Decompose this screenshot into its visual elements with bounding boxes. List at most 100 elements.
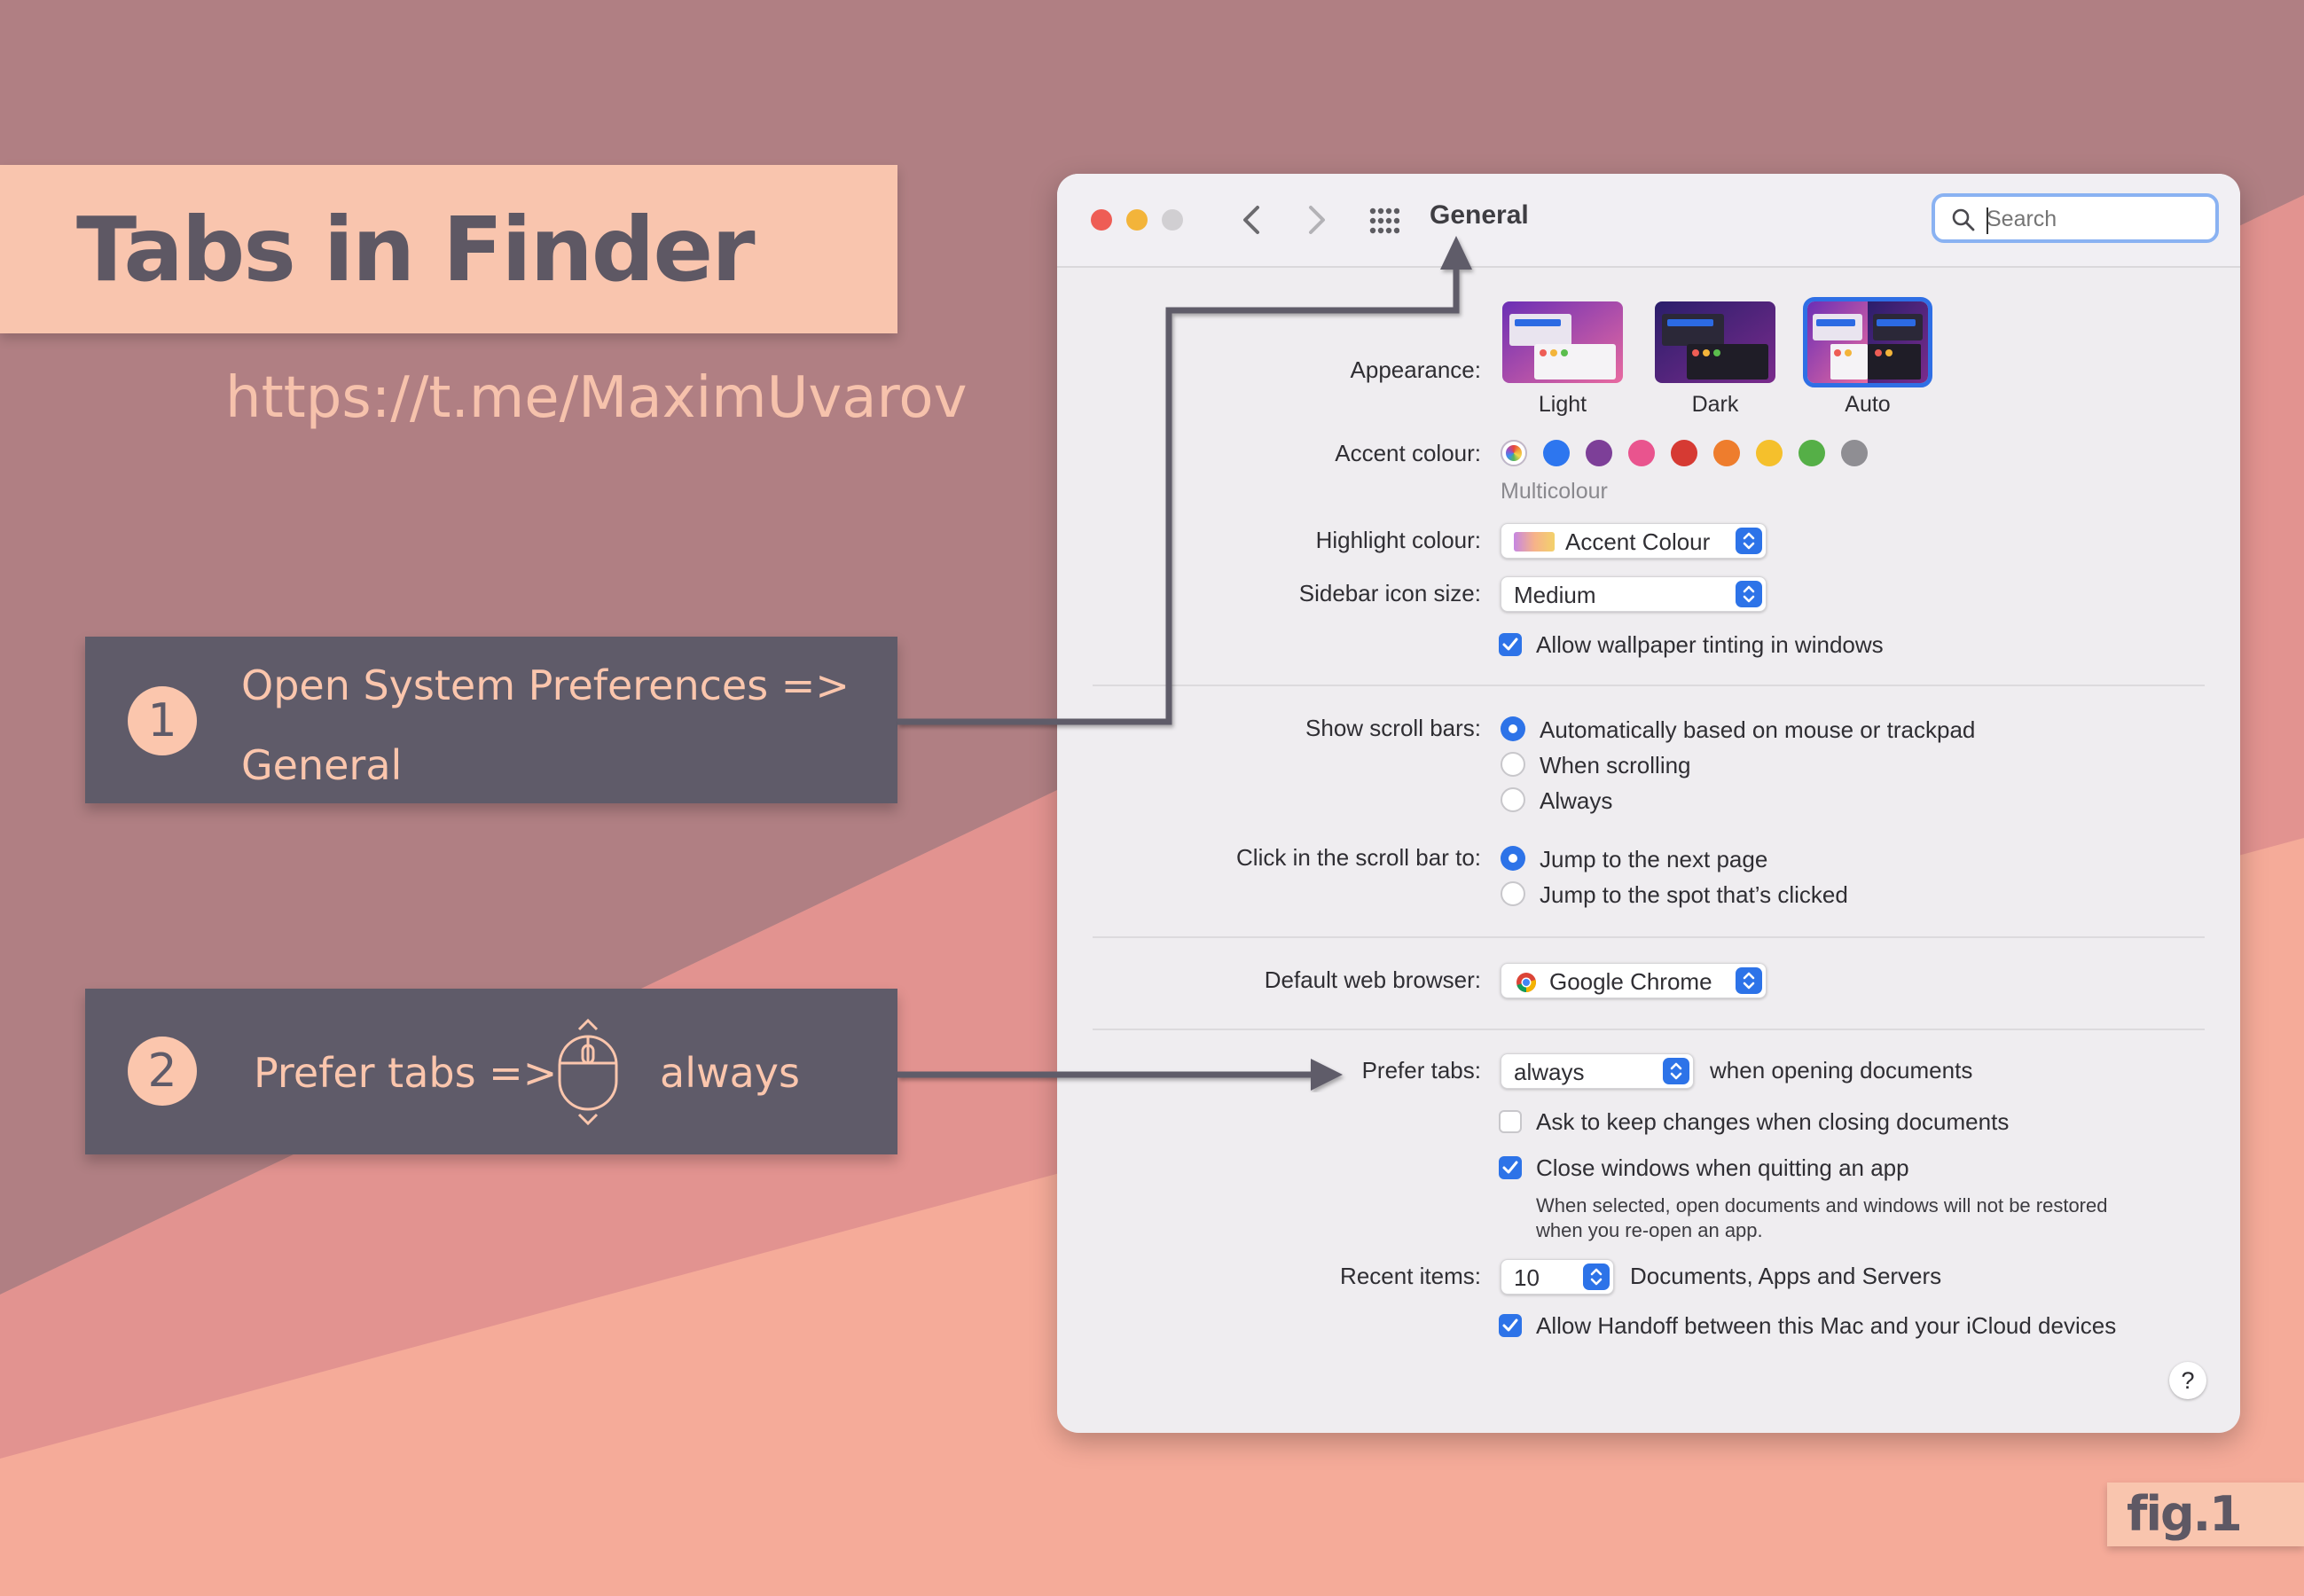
auto-preview-icon	[1807, 301, 1928, 383]
accent-swatch-graphite[interactable]	[1841, 440, 1868, 466]
highlight-swatch-icon	[1514, 532, 1555, 552]
appearance-dark-thumbnail[interactable]	[1655, 301, 1775, 383]
click-scroll-next-page-radio[interactable]	[1501, 846, 1525, 871]
step-2-text-before: Prefer tabs =>	[254, 1049, 558, 1097]
recent-items-label: Recent items:	[1340, 1263, 1481, 1289]
click-scroll-spot-label: Jump to the spot that’s clicked	[1540, 881, 1848, 908]
stepper-arrows-icon	[1583, 1264, 1610, 1290]
accent-swatch-yellow[interactable]	[1756, 440, 1783, 466]
step-1-number: 1	[128, 686, 197, 755]
scroll-bars-always-radio[interactable]	[1501, 787, 1525, 812]
accent-swatch-blue[interactable]	[1543, 440, 1570, 466]
chevron-left-icon[interactable]	[1234, 200, 1270, 239]
handoff-checkbox[interactable]	[1499, 1314, 1522, 1337]
prefer-tabs-suffix: when opening documents	[1710, 1057, 1973, 1084]
separator	[1093, 685, 2205, 686]
search-field[interactable]	[1932, 193, 2219, 243]
chrome-icon	[1516, 973, 1536, 992]
dark-preview-icon	[1655, 301, 1775, 383]
search-icon	[1952, 208, 1975, 231]
click-scroll-next-page-label: Jump to the next page	[1540, 846, 1768, 872]
step-2-card: 2 Prefer tabs => always	[85, 989, 897, 1154]
appearance-light-label: Light	[1538, 392, 1587, 417]
prefer-tabs-value: always	[1514, 1059, 1585, 1085]
title-card: Tabs in Finder	[0, 165, 897, 333]
prefer-tabs-label: Prefer tabs:	[1361, 1057, 1481, 1084]
scroll-bars-when-scrolling-label: When scrolling	[1540, 752, 1691, 778]
sidebar-icon-size-label: Sidebar icon size:	[1298, 580, 1481, 606]
step-2-number: 2	[128, 1037, 197, 1106]
highlight-colour-value: Accent Colour	[1565, 528, 1711, 555]
close-windows-label: Close windows when quitting an app	[1536, 1154, 1909, 1181]
accent-swatch-green[interactable]	[1799, 440, 1825, 466]
recent-items-select[interactable]: 10	[1501, 1259, 1614, 1295]
stepper-arrows-icon	[1736, 967, 1762, 994]
appearance-light-thumbnail[interactable]	[1502, 301, 1623, 383]
highlight-colour-select[interactable]: Accent Colour	[1501, 523, 1767, 559]
checkmark-icon	[1502, 1161, 1518, 1174]
close-windows-checkbox[interactable]	[1499, 1156, 1522, 1179]
light-preview-icon	[1502, 301, 1623, 383]
system-preferences-window: General Appearance:	[1057, 174, 2240, 1433]
recent-items-suffix: Documents, Apps and Servers	[1630, 1263, 1942, 1289]
highlight-colour-label: Highlight colour:	[1315, 527, 1481, 553]
accent-colour-label: Accent colour:	[1335, 440, 1481, 466]
click-scroll-bar-label: Click in the scroll bar to:	[1236, 844, 1481, 871]
search-input[interactable]	[1987, 204, 2199, 234]
close-windows-note-line-1: When selected, open documents and window…	[1536, 1194, 2108, 1217]
help-button[interactable]: ?	[2169, 1362, 2206, 1399]
wallpaper-tinting-checkbox[interactable]	[1499, 633, 1522, 656]
mouse-scroll-icon	[558, 1018, 618, 1126]
sidebar-icon-size-select[interactable]: Medium	[1501, 576, 1767, 612]
telegram-link[interactable]: https://t.me/MaximUvarov	[225, 365, 968, 431]
show-scroll-bars-label: Show scroll bars:	[1305, 715, 1481, 741]
close-window-button[interactable]	[1091, 209, 1112, 231]
appearance-label: Appearance:	[1350, 356, 1481, 383]
zoom-window-button[interactable]	[1162, 209, 1183, 231]
figure-label: fig.1	[2107, 1483, 2304, 1546]
checkmark-icon	[1502, 1318, 1518, 1332]
stepper-arrows-icon	[1736, 581, 1762, 607]
poster-title: Tabs in Finder	[76, 197, 756, 301]
stepper-arrows-icon	[1663, 1058, 1689, 1084]
accent-swatch-purple[interactable]	[1586, 440, 1612, 466]
figure-label-text: fig.1	[2127, 1486, 2243, 1542]
step-1-line-2: General	[241, 741, 403, 789]
appearance-auto-thumbnail[interactable]	[1803, 297, 1932, 387]
scroll-bars-when-scrolling-radio[interactable]	[1501, 752, 1525, 777]
default-browser-value: Google Chrome	[1549, 968, 1712, 995]
text-caret	[1987, 207, 1988, 234]
window-title: General	[1430, 200, 1529, 230]
show-all-grid-icon[interactable]	[1369, 207, 1399, 234]
appearance-auto-label: Auto	[1845, 392, 1891, 417]
step-1-line-1: Open System Preferences =>	[241, 661, 850, 709]
step-1-card: 1 Open System Preferences => General	[85, 637, 897, 803]
handoff-label: Allow Handoff between this Mac and your …	[1536, 1312, 2117, 1339]
stepper-arrows-icon	[1736, 528, 1762, 554]
scroll-bars-automatic-radio[interactable]	[1501, 716, 1525, 741]
accent-swatch-pink[interactable]	[1628, 440, 1655, 466]
scroll-bars-always-label: Always	[1540, 787, 1613, 814]
recent-items-value: 10	[1514, 1264, 1540, 1291]
prefer-tabs-select[interactable]: always	[1501, 1053, 1694, 1089]
ask-keep-changes-checkbox[interactable]	[1499, 1110, 1522, 1133]
accent-selected-name: Multicolour	[1501, 479, 1608, 504]
accent-swatch-red[interactable]	[1671, 440, 1697, 466]
close-windows-note-line-2: when you re-open an app.	[1536, 1219, 1763, 1241]
accent-swatch-multicolour[interactable]	[1501, 440, 1527, 466]
minimize-window-button[interactable]	[1126, 209, 1148, 231]
default-browser-label: Default web browser:	[1264, 966, 1481, 993]
scroll-bars-automatic-label: Automatically based on mouse or trackpad	[1540, 716, 1976, 743]
separator	[1093, 936, 2205, 938]
titlebar: General	[1057, 174, 2240, 268]
separator	[1093, 1029, 2205, 1030]
checkmark-icon	[1502, 638, 1518, 651]
appearance-dark-label: Dark	[1691, 392, 1739, 417]
accent-swatch-orange[interactable]	[1713, 440, 1740, 466]
sidebar-icon-size-value: Medium	[1514, 582, 1596, 608]
chevron-right-icon[interactable]	[1298, 200, 1334, 239]
ask-keep-changes-label: Ask to keep changes when closing documen…	[1536, 1108, 2010, 1135]
default-browser-select[interactable]: Google Chrome	[1501, 963, 1767, 998]
wallpaper-tinting-label: Allow wallpaper tinting in windows	[1536, 631, 1884, 658]
click-scroll-spot-radio[interactable]	[1501, 881, 1525, 906]
